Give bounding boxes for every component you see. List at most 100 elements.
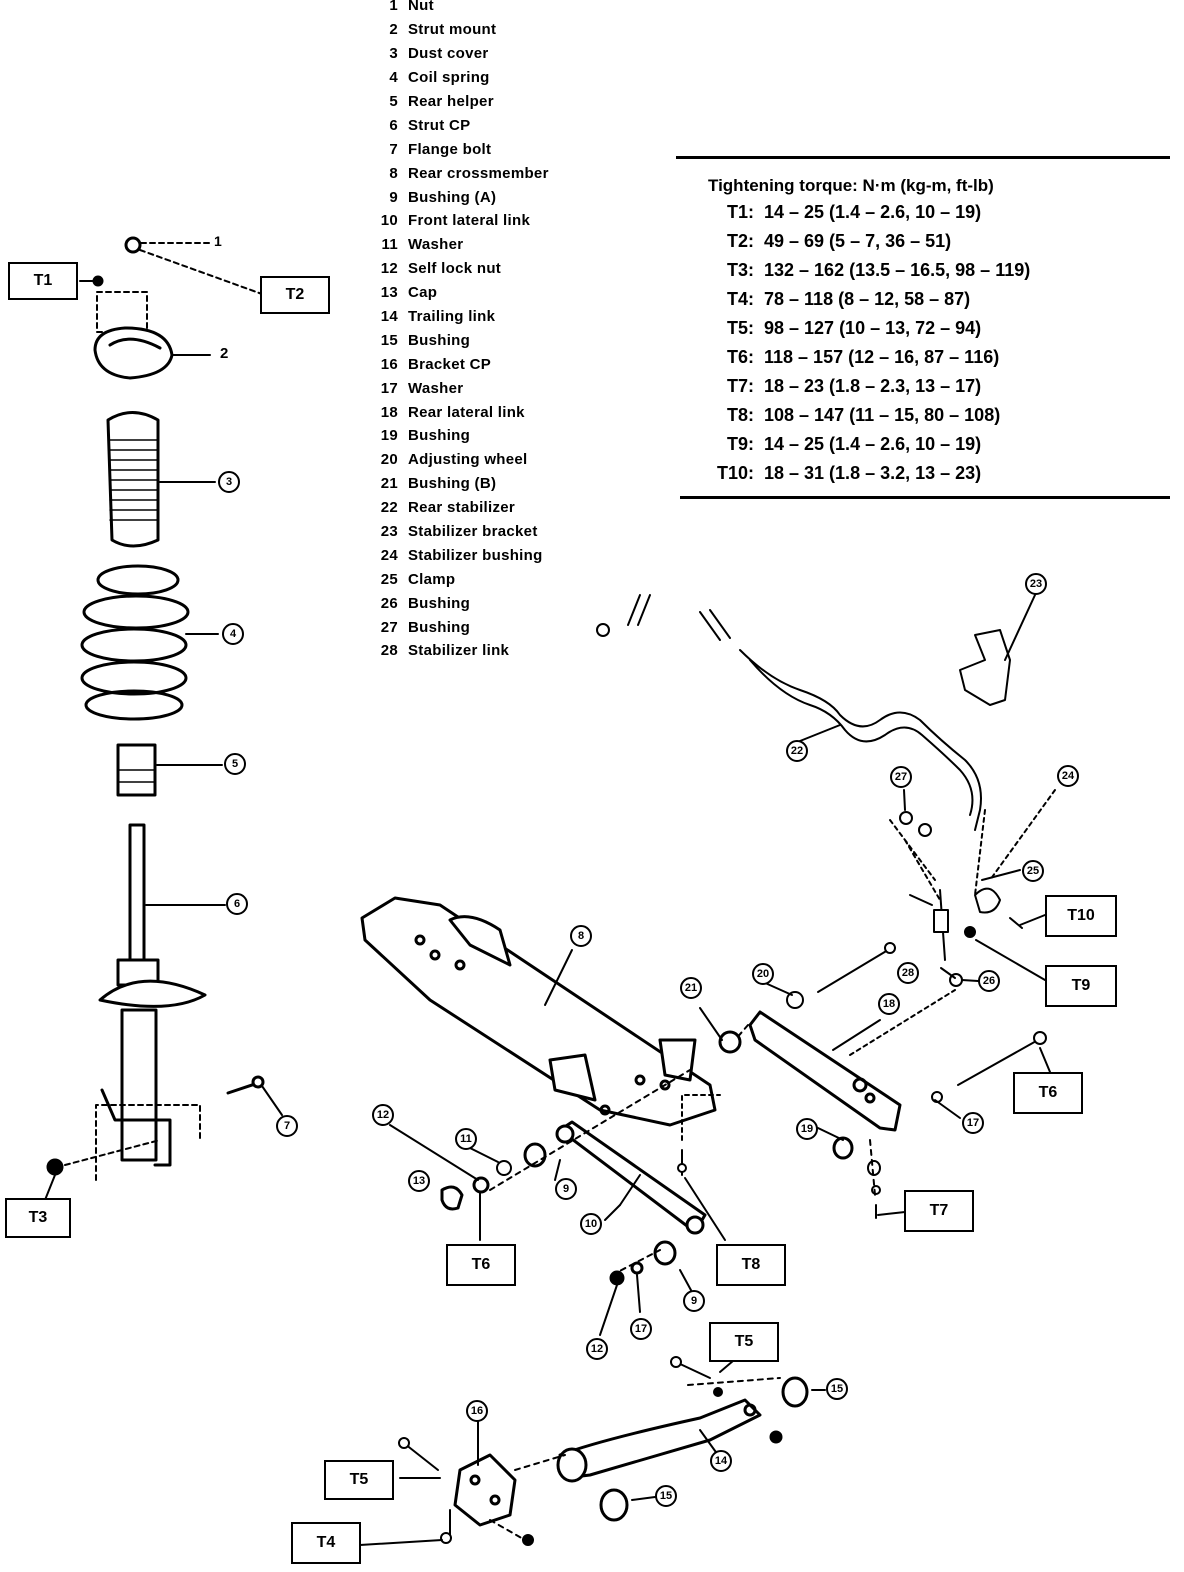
part-rear-helper: [116, 743, 223, 797]
legend-label: Washer: [408, 236, 464, 254]
legend-label: Rear crossmember: [408, 164, 549, 182]
torque-key: T10:: [716, 463, 754, 483]
leader-lines: [44, 280, 1051, 1546]
callout-17-lower: 17: [630, 1318, 652, 1340]
callout-20: 20: [752, 963, 774, 985]
legend-number: 7: [389, 140, 398, 158]
callout-24: 24: [1057, 765, 1079, 787]
part-front-lateral-link: [555, 1120, 707, 1235]
callout-26: 26: [978, 970, 1000, 992]
callout-1: 1: [214, 233, 222, 249]
legend-item: 14 Trailing link: [368, 305, 668, 329]
legend-number: 10: [380, 212, 398, 230]
torque-row-t9: T9: 14 – 25 (1.4 – 2.6, 10 – 19): [694, 434, 981, 463]
torque-key: T9:: [727, 434, 754, 454]
callout-4: 4: [222, 623, 244, 645]
legend-number: 21: [380, 475, 398, 493]
legend-item: 24 Stabilizer bushing: [368, 543, 668, 567]
torque-label-t10: T10: [1045, 895, 1117, 937]
part-rear-crossmember: [360, 896, 717, 1127]
torque-value: 18 – 31 (1.8 – 3.2, 13 – 23): [764, 463, 982, 483]
torque-value: 78 – 118 (8 – 12, 58 – 87): [764, 289, 971, 309]
legend-number: 3: [389, 45, 398, 63]
torque-row-t2: T2:49 – 69 (5 – 7, 36 – 51): [694, 231, 951, 260]
part-adjusting-wheel: [786, 942, 896, 1009]
legend-number: 14: [380, 308, 398, 326]
legend-item: 2 Strut mount: [368, 18, 668, 42]
legend-item: 13 Cap: [368, 281, 668, 305]
legend-item: 21 Bushing (B): [368, 472, 668, 496]
torque-key: T1:: [727, 202, 754, 222]
part-strut: [64, 823, 226, 1181]
part-flange-bolt: [226, 1075, 283, 1116]
callout-21: 21: [680, 977, 702, 999]
legend-label: Washer: [408, 379, 464, 397]
legend-number: 26: [380, 594, 398, 612]
legend-label: Cap: [408, 284, 438, 302]
legend-label: Rear stabilizer: [408, 499, 516, 517]
torque-rule-bottom: [680, 496, 1170, 499]
torque-value: 14 – 25 (1.4 – 2.6, 10 – 19): [764, 434, 982, 454]
torque-row-t4: T4:78 – 118 (8 – 12, 58 – 87): [694, 289, 970, 318]
torque-key: T6:: [727, 347, 754, 367]
legend-label: Bushing: [408, 331, 471, 349]
torque-label-t6-right: T6: [1013, 1072, 1083, 1114]
torque-row-t8: T8: 108 – 147 (11 – 15, 80 – 108): [694, 405, 1000, 434]
torque-value: 108 – 147 (11 – 15, 80 – 108): [764, 405, 1001, 425]
callout-6: 6: [226, 893, 248, 915]
legend-number: 12: [380, 260, 398, 278]
part-bushing-b: [718, 1030, 742, 1054]
callout-15-upper: 15: [826, 1378, 848, 1400]
part-washer-11: [469, 1147, 512, 1176]
torque-key: T8:: [727, 405, 754, 425]
torque-value: 132 – 162 (13.5 – 16.5, 98 – 119): [764, 260, 1031, 280]
legend-label: Dust cover: [408, 45, 489, 63]
callout-12-lower: 12: [586, 1338, 608, 1360]
callout-9-lower: 9: [683, 1290, 705, 1312]
torque-value: 98 – 127 (10 – 13, 72 – 94): [764, 318, 982, 338]
legend-number: 2: [389, 21, 398, 39]
legend-number: 17: [380, 379, 398, 397]
legend-label: Bracket CP: [408, 355, 492, 373]
part-dust-cover: [106, 411, 216, 548]
legend-label: Adjusting wheel: [408, 451, 528, 469]
legend-number: 13: [380, 284, 398, 302]
part-t3-nut: [46, 1158, 64, 1176]
torque-label-t2: T2: [260, 276, 330, 314]
legend-number: 24: [380, 546, 398, 564]
part-nut: [124, 236, 263, 295]
legend-number: 11: [381, 236, 398, 254]
part-stabilizer-link: [889, 789, 1056, 987]
legend-label: Stabilizer bracket: [408, 523, 538, 541]
torque-label-t5-lower: T5: [324, 1460, 394, 1500]
alignment-lines: [489, 1024, 876, 1541]
legend-label: Trailing link: [408, 308, 496, 326]
legend-number: 27: [380, 618, 398, 636]
legend-label: Bushing (B): [408, 475, 497, 493]
callout-7: 7: [276, 1115, 298, 1137]
torque-value: 18 – 23 (1.8 – 2.3, 13 – 17): [764, 376, 982, 396]
torque-row-t10: T10: 18 – 31 (1.8 – 3.2, 13 – 23): [694, 463, 981, 492]
legend-label: Bushing: [408, 427, 471, 445]
legend-label: Rear helper: [408, 93, 494, 110]
torque-label-t4: T4: [291, 1522, 361, 1564]
legend-label: Strut mount: [408, 21, 497, 39]
torque-value: 118 – 157 (12 – 16, 87 – 116): [764, 347, 1000, 367]
torque-label-t6-left: T6: [446, 1244, 516, 1286]
callout-28: 28: [897, 962, 919, 984]
legend-label: Stabilizer bushing: [408, 546, 543, 564]
torque-key: T3:: [727, 260, 754, 280]
part-washer-17-lower: [630, 1261, 644, 1275]
part-rear-stabilizer: [596, 594, 982, 837]
